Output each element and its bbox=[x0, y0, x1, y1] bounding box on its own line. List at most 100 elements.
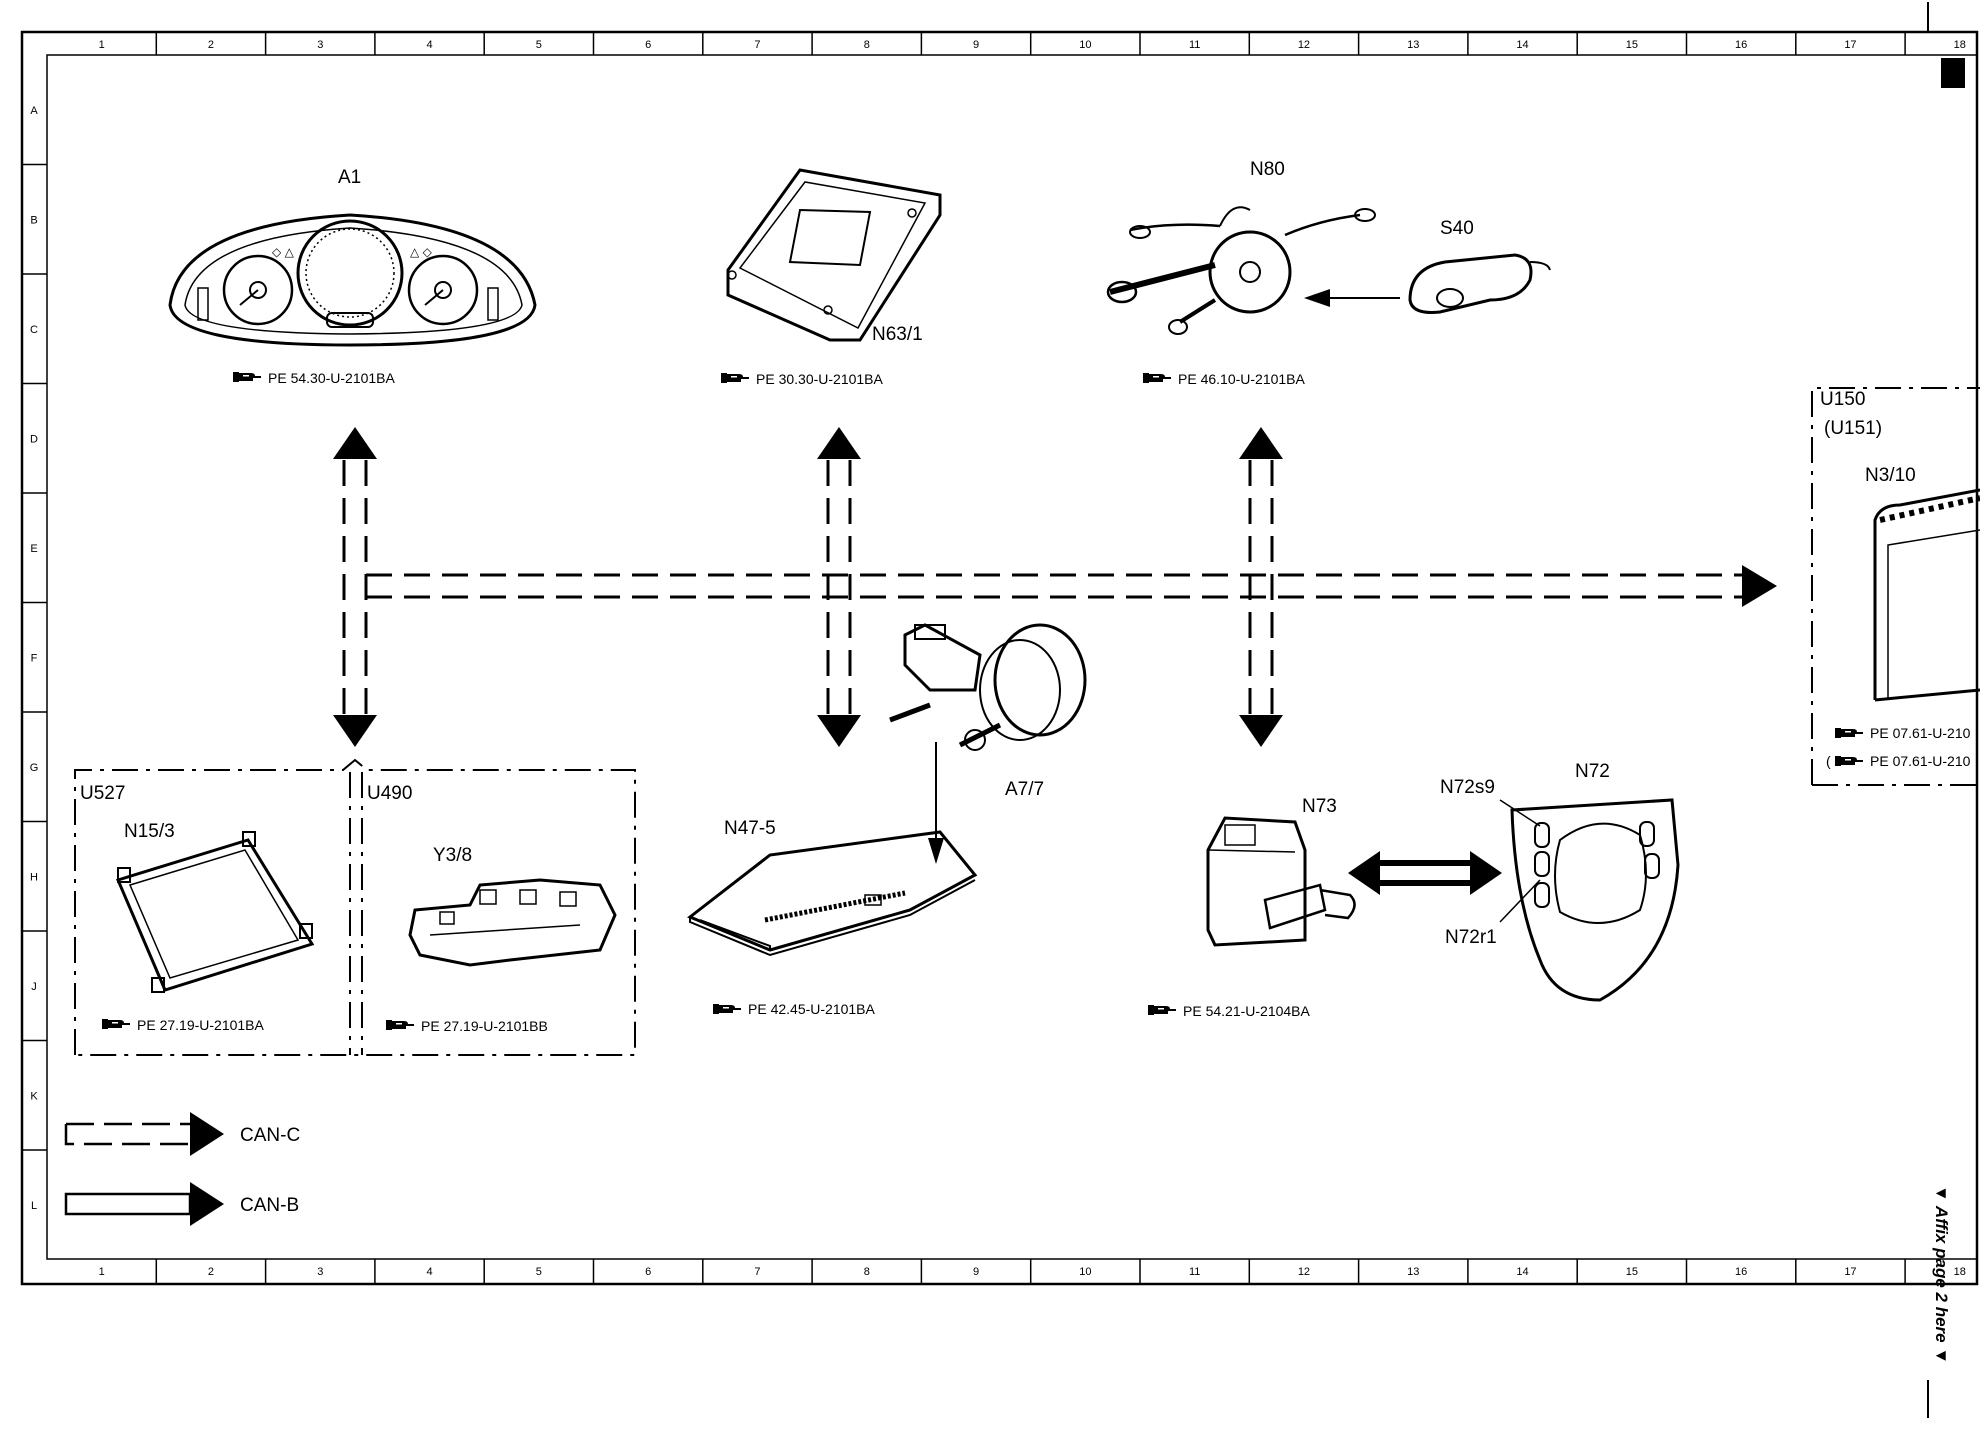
grid-row-label: F bbox=[31, 652, 38, 664]
reference-icon bbox=[102, 1019, 130, 1029]
grid-row-label: A bbox=[30, 105, 38, 117]
svg-text:△ ◇: △ ◇ bbox=[410, 245, 433, 259]
grid-column-label: 11 bbox=[1189, 39, 1200, 51]
brake-booster-a7-7 bbox=[889, 623, 1087, 751]
grid-row-label: L bbox=[31, 1200, 37, 1212]
legend-can-b bbox=[64, 1182, 224, 1226]
s40-to-n80-arrow bbox=[1304, 289, 1400, 307]
grid-column-label: 15 bbox=[1626, 1266, 1638, 1278]
grid-row-label: C bbox=[30, 324, 38, 336]
grid-column-label: 4 bbox=[426, 1266, 432, 1278]
switch-s40 bbox=[1408, 253, 1551, 314]
page-marker bbox=[1941, 58, 1965, 88]
grid-column-label: 3 bbox=[317, 39, 323, 51]
label-n80: N80 bbox=[1250, 159, 1285, 180]
reference-icon bbox=[721, 373, 749, 383]
label-u490: U490 bbox=[367, 783, 412, 804]
grid-column-label: 5 bbox=[536, 1266, 542, 1278]
can-c-bus bbox=[342, 460, 1748, 715]
grid-column-label: 1 bbox=[99, 39, 105, 51]
steering-column-module-n80 bbox=[1106, 206, 1376, 335]
boundary-u527-u490 bbox=[74, 758, 636, 1056]
leader-n72r1 bbox=[1499, 879, 1541, 923]
grid-row-label: K bbox=[30, 1090, 38, 1102]
svg-text:◇ △: ◇ △ bbox=[272, 245, 295, 259]
ref-n73: PE 54.21-U-2104BA bbox=[1183, 1003, 1311, 1019]
label-n15-3: N15/3 bbox=[124, 821, 175, 842]
grid-row-label: G bbox=[30, 762, 39, 774]
grid-column-label: 4 bbox=[426, 39, 432, 51]
grid-row-label: H bbox=[30, 871, 38, 883]
grid-column-label: 12 bbox=[1298, 39, 1310, 51]
reference-icon bbox=[1835, 756, 1863, 766]
can-c-arrowheads bbox=[333, 427, 1777, 747]
grid-column-label: 7 bbox=[754, 1266, 760, 1278]
ref-n15-3: PE 27.19-U-2101BA bbox=[137, 1017, 265, 1033]
label-s40: S40 bbox=[1440, 218, 1474, 239]
reference-icon bbox=[1835, 728, 1863, 738]
grid-column-label: 18 bbox=[1954, 39, 1966, 51]
drawing-frame bbox=[20, 2, 1979, 1418]
label-n73: N73 bbox=[1302, 796, 1337, 817]
label-n63-1: N63/1 bbox=[872, 324, 923, 345]
grid-column-label: 5 bbox=[536, 39, 542, 51]
grid-row-label: E bbox=[30, 543, 37, 555]
side-note: ▼ Affix page 2 here ▼ bbox=[1932, 1185, 1951, 1364]
reference-icon bbox=[233, 372, 261, 382]
grid-column-label: 6 bbox=[645, 1266, 651, 1278]
ref-n3-10-alt-bracket: ( bbox=[1826, 753, 1831, 769]
grid-column-label: 16 bbox=[1735, 39, 1747, 51]
reference-icon bbox=[1143, 373, 1171, 383]
ref-n3-10-alt: PE 07.61-U-210 bbox=[1870, 753, 1971, 769]
grid-column-label: 16 bbox=[1735, 1266, 1747, 1278]
label-a7-7: A7/7 bbox=[1005, 779, 1044, 800]
instrument-cluster-a1: ◇ △ △ ◇ bbox=[168, 213, 537, 347]
grid-column-label: 9 bbox=[973, 39, 979, 51]
ref-a1: PE 54.30-U-2101BA bbox=[268, 370, 396, 386]
label-n3-10: N3/10 bbox=[1865, 465, 1916, 486]
grid-column-label: 3 bbox=[317, 1266, 323, 1278]
grid-row-label: D bbox=[30, 433, 38, 445]
grid-column-label: 13 bbox=[1407, 39, 1419, 51]
label-n47-5: N47-5 bbox=[724, 818, 776, 839]
grid-column-label: 12 bbox=[1298, 1266, 1310, 1278]
control-module-n47-5 bbox=[687, 830, 978, 957]
grid-column-label: 14 bbox=[1516, 39, 1528, 51]
grid-row-label: B bbox=[30, 214, 37, 226]
ref-n80: PE 46.10-U-2101BA bbox=[1178, 371, 1306, 387]
grid-column-label: 17 bbox=[1844, 39, 1856, 51]
boundary-u150 bbox=[1811, 387, 1980, 785]
grid-column-label: 7 bbox=[754, 39, 760, 51]
grid-column-label: 11 bbox=[1189, 1266, 1200, 1278]
grid-column-label: 8 bbox=[864, 39, 870, 51]
grid-column-label: 14 bbox=[1516, 1266, 1528, 1278]
ref-n63-1: PE 30.30-U-2101BA bbox=[756, 371, 884, 387]
label-n72: N72 bbox=[1575, 761, 1610, 782]
label-n72r1: N72r1 bbox=[1445, 927, 1497, 948]
legend-can-b-label: CAN-B bbox=[240, 1195, 299, 1216]
grid-column-label: 8 bbox=[864, 1266, 870, 1278]
legend-can-c bbox=[64, 1112, 224, 1156]
grid-column-label: 1 bbox=[99, 1266, 105, 1278]
label-a1: A1 bbox=[338, 167, 361, 188]
grid-column-label: 18 bbox=[1954, 1266, 1966, 1278]
grid-row-label: J bbox=[31, 981, 37, 993]
console-n72 bbox=[1510, 798, 1680, 1002]
ref-n47-5: PE 42.45-U-2101BA bbox=[748, 1001, 876, 1017]
grid-column-label: 10 bbox=[1079, 39, 1091, 51]
grid-column-label: 9 bbox=[973, 1266, 979, 1278]
label-n72s9: N72s9 bbox=[1440, 777, 1495, 798]
ignition-switch-n73 bbox=[1206, 816, 1356, 947]
grid-rows: A B C D E F G H J K L bbox=[22, 105, 47, 1212]
legend-can-c-label: CAN-C bbox=[240, 1125, 300, 1146]
label-u151: (U151) bbox=[1824, 418, 1882, 439]
grid-column-label: 6 bbox=[645, 39, 651, 51]
a7-7-to-n47-5-arrow bbox=[928, 742, 944, 864]
reference-icon bbox=[1148, 1005, 1176, 1015]
can-b-link-n73-n72 bbox=[1348, 851, 1502, 895]
reference-icon bbox=[386, 1020, 414, 1030]
ref-y3-8: PE 27.19-U-2101BB bbox=[421, 1018, 548, 1034]
